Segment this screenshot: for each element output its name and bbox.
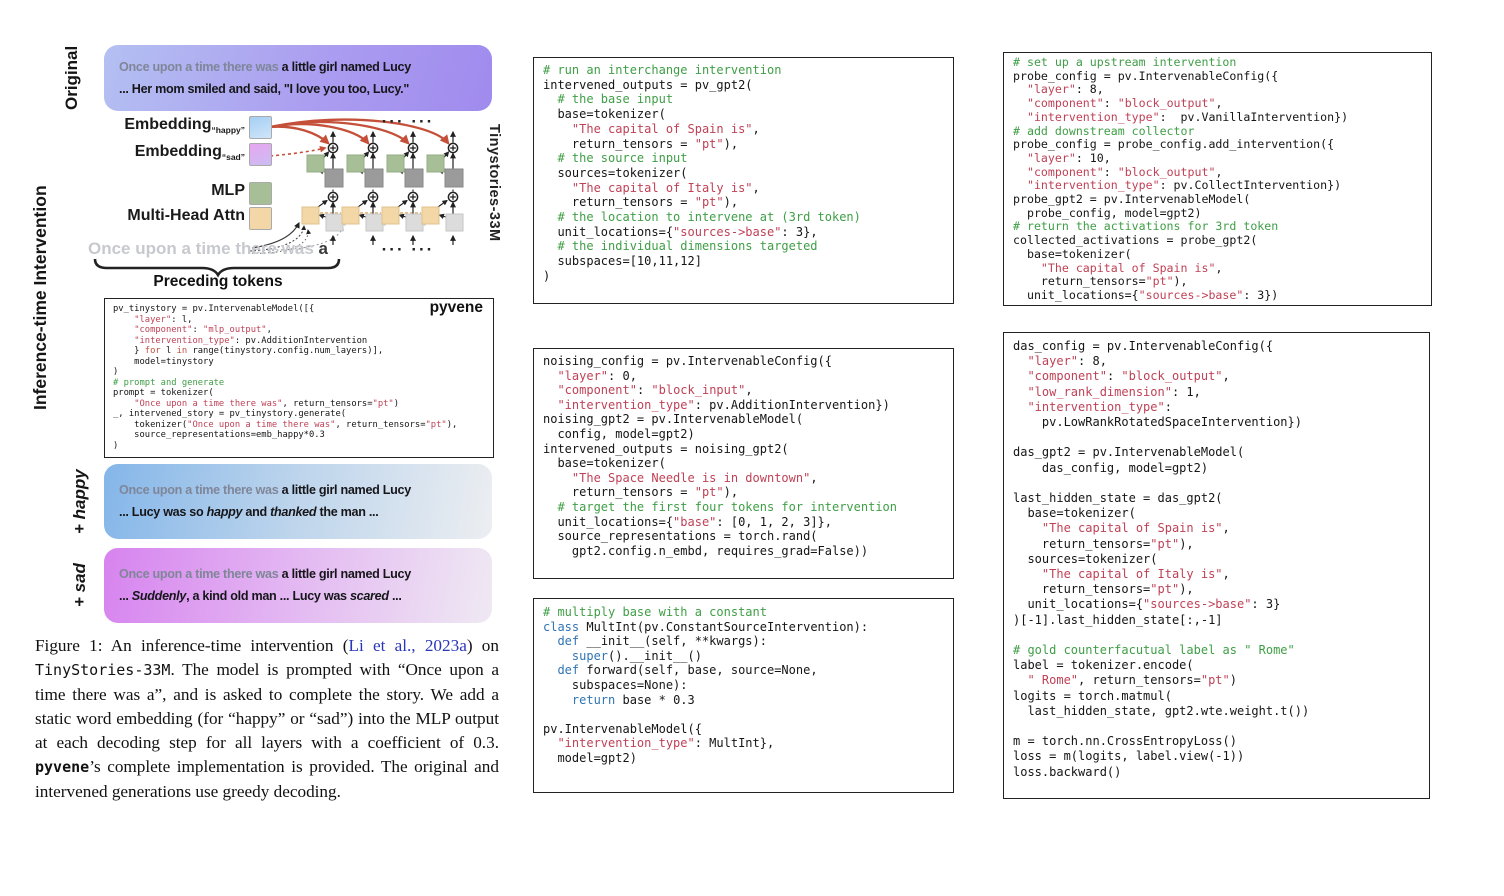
- code-box-das-training: das_config = pv.IntervenableConfig({ "la…: [1003, 332, 1430, 799]
- legend-multi-head-attn: Multi-Head Attn: [127, 207, 245, 224]
- citation-link[interactable]: Li et al., 2023a: [348, 636, 467, 655]
- legend-mlp: MLP: [211, 182, 245, 199]
- code-box-pyvene: pv_tinystory = pv.IntervenableModel([{ "…: [104, 298, 494, 458]
- plus-sad-label: + sad: [70, 563, 89, 608]
- legend-embedding-happy: Embedding“happy”: [124, 116, 245, 136]
- sad-story-box: Once upon a time there was a little girl…: [104, 548, 492, 623]
- figure-caption: Figure 1: An inference-time intervention…: [35, 636, 499, 801]
- plus-happy-label: + happy: [70, 469, 89, 534]
- happy-story-box: Once upon a time there was a little girl…: [104, 464, 492, 539]
- transformer-net: [247, 118, 464, 254]
- original-label: Original: [62, 45, 81, 111]
- preceding-tokens-label: Preceding tokens: [153, 273, 283, 290]
- mlp-swatch: [249, 182, 272, 205]
- ellipsis-dots-bottom: ··· ···: [381, 240, 435, 259]
- tinystories-model-label: Tinystories-33M: [486, 124, 502, 242]
- pyvene-code: pv_tinystory = pv.IntervenableModel([{ "…: [113, 304, 458, 451]
- intervention-diagram: Embedding“happy” Embedding“sad” MLP Mult…: [40, 112, 510, 294]
- original-story-box: Once upon a time there was a little girl…: [104, 45, 492, 111]
- sad-embedding-swatch: [249, 143, 272, 166]
- ellipsis-dots-top: ··· ···: [381, 112, 435, 131]
- pyvene-brand: pyvene: [429, 299, 483, 316]
- code-box-noising-intervention: noising_config = pv.IntervenableConfig({…: [533, 348, 954, 579]
- attn-swatch: [249, 207, 272, 230]
- happy-embedding-swatch: [249, 116, 272, 139]
- preceding-tokens-sentence: Once upon a time there was a: [88, 239, 328, 258]
- legend-embedding-sad: Embedding“sad”: [134, 143, 245, 163]
